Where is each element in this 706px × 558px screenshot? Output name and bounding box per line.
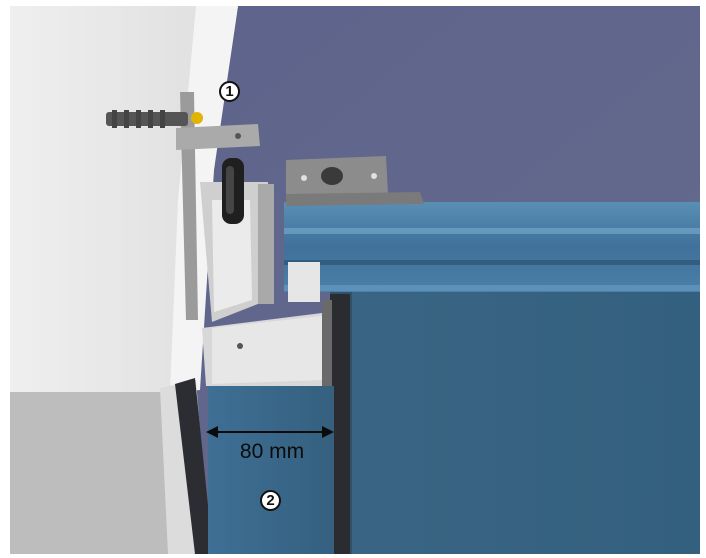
seal-strip [175, 378, 213, 554]
dimension-arrow [206, 426, 334, 438]
callout-2: 2 [260, 490, 281, 511]
front-plate [208, 386, 334, 554]
door-panel [330, 288, 700, 554]
bolt-nut [191, 112, 203, 124]
door-top-section [284, 202, 700, 292]
dimension-label: 80 mm [239, 440, 305, 463]
door-jamb [330, 294, 350, 554]
anchor-bolt [106, 112, 188, 126]
wall-lower [10, 392, 175, 554]
callout-1: 1 [219, 81, 240, 102]
